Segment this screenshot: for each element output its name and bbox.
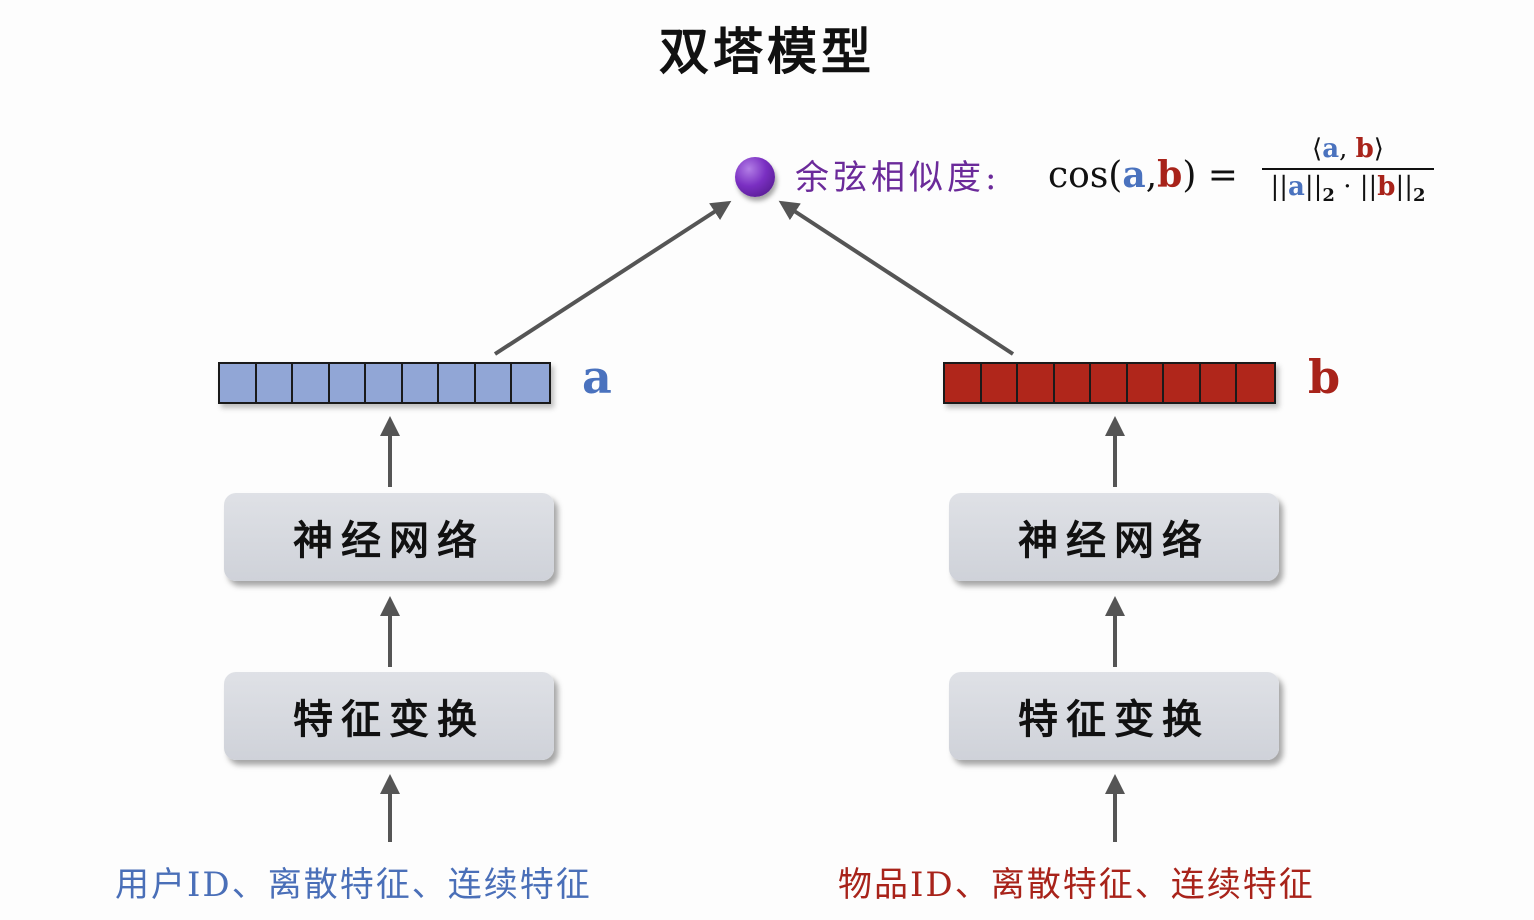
user-vector-cell (366, 364, 403, 402)
formula-denominator: ||a||2 · ||b||2 (1262, 172, 1434, 206)
den-a: a (1288, 172, 1305, 202)
den-b: b (1377, 172, 1396, 202)
item-vector-label: b (1308, 350, 1341, 404)
formula-numerator: ⟨a, b⟩ (1262, 134, 1434, 164)
user-vector-cell (402, 364, 439, 402)
item-feature-transform-box: 特征变换 (949, 672, 1279, 760)
user-vector-cell (293, 364, 330, 402)
user-vector-cell (256, 364, 293, 402)
norm-sub-b: 2 (1412, 185, 1426, 207)
norm-sub-a: 2 (1322, 185, 1335, 207)
angle-close: ⟩ (1373, 134, 1384, 164)
formula-var-a: a (1122, 154, 1146, 196)
user-neural-network-box: 神经网络 (224, 493, 554, 581)
user-vector-label: a (582, 350, 612, 404)
norm-open-a: || (1270, 172, 1289, 202)
formula-lhs: cos(a,b) = (1048, 154, 1238, 196)
item-input-features: 物品ID、离散特征、连续特征 (838, 865, 1315, 905)
similarity-node (735, 157, 775, 197)
fraction-bar (1262, 168, 1434, 170)
user-embedding-vector (218, 362, 551, 404)
user-vector-cell (512, 364, 549, 402)
user-vector-cell (220, 364, 257, 402)
item-vector-cell (1054, 364, 1091, 402)
norm-open-b: || (1359, 172, 1378, 202)
arrow-b-to-similarity (778, 200, 1015, 356)
formula-fraction: ⟨a, b⟩ ||a||2 · ||b||2 (1262, 134, 1434, 206)
page-title: 双塔模型 (659, 22, 875, 81)
user-vector-cell (439, 364, 476, 402)
item-vector-cell (1127, 364, 1164, 402)
item-embedding-vector (943, 362, 1276, 404)
formula-comma: , (1145, 155, 1158, 196)
item-vector-cell (1164, 364, 1201, 402)
similarity-label: 余弦相似度: (795, 158, 1001, 198)
user-input-features: 用户ID、离散特征、连续特征 (115, 865, 592, 905)
user-feature-transform-box: 特征变换 (224, 672, 554, 760)
arrow-a-to-similarity (493, 200, 732, 356)
user-vector-cell (475, 364, 512, 402)
formula-equals: ) = (1182, 155, 1238, 196)
item-vector-cell (1091, 364, 1128, 402)
norm-close-a: || (1304, 172, 1323, 202)
item-vector-cell (1200, 364, 1237, 402)
item-vector-cell (1018, 364, 1055, 402)
norm-close-b: || (1395, 172, 1413, 202)
item-vector-cell (981, 364, 1018, 402)
user-vector-cell (329, 364, 366, 402)
formula-cos: cos( (1048, 155, 1123, 196)
dot-operator: · (1343, 172, 1352, 202)
angle-open: ⟨ (1312, 134, 1323, 164)
item-neural-network-box: 神经网络 (949, 493, 1279, 581)
num-a: a (1322, 134, 1340, 164)
item-vector-cell (1237, 364, 1274, 402)
num-b: b (1355, 134, 1374, 164)
item-vector-cell (945, 364, 982, 402)
num-comma: , (1339, 134, 1348, 164)
formula-var-b: b (1157, 154, 1183, 196)
